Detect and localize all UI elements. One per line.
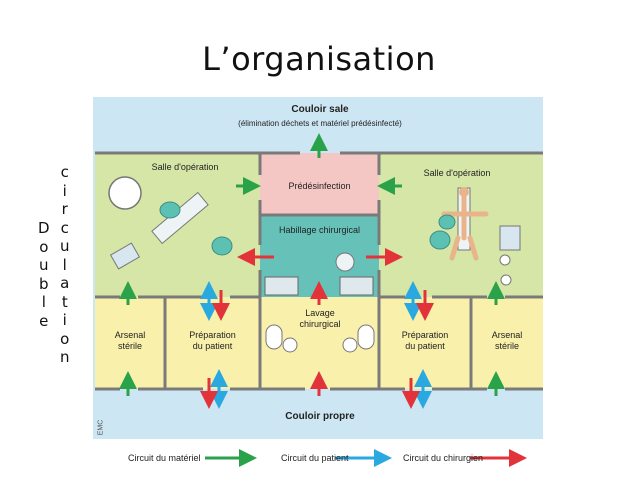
surgeon-figure-icon [342, 337, 358, 353]
prep-right-label-line: du patient [405, 341, 445, 351]
side-letter: l [41, 293, 46, 311]
arsenal-left-label-line: stérile [117, 341, 142, 351]
cabinet-icon [339, 276, 374, 296]
side-letter: D [38, 219, 50, 237]
legend-surgeon-label: Circuit du chirurgien [403, 453, 484, 463]
patient-figure-icon [441, 193, 489, 261]
sink-icon [265, 324, 283, 350]
couloir-sale-label: Couloir sale [291, 104, 349, 115]
prep-left-label-line: du patient [192, 341, 233, 351]
side-letter: o [39, 237, 49, 256]
anesthesia-cart-icon [499, 225, 521, 251]
prep-left-label: Préparation du patient [167, 330, 258, 352]
side-letter: i [62, 311, 67, 329]
stool-icon [499, 254, 511, 266]
arsenal-right-label-line: stérile [494, 341, 519, 351]
arsenal-left-label-line: Arsenal [114, 330, 146, 340]
patient-circuit-arrows [200, 281, 432, 409]
prep-right-label-line: Préparation [401, 330, 449, 340]
habillage-label: Habillage chirurgical [278, 225, 361, 235]
couloir-propre-label: Couloir propre [285, 411, 355, 422]
couloir-sale-sublabel: (élimination déchets et matériel prédési… [238, 119, 402, 128]
stool-icon [500, 274, 512, 286]
surgeon-figure-icon [282, 337, 298, 353]
side-letter: n [60, 348, 70, 366]
side-letter: a [60, 274, 70, 292]
surgeon-figure-icon [211, 236, 233, 256]
sink-icon [357, 324, 375, 350]
patient-head-icon [459, 187, 469, 197]
side-text-double: D o u b l e [38, 219, 50, 330]
surgeon-figure-icon [429, 230, 451, 250]
side-letter: c [60, 218, 69, 237]
legend-patient-label: Circuit du patient [281, 453, 349, 463]
salle-operation-right-label: Salle d'opération [423, 168, 491, 178]
arsenal-right-label-line: Arsenal [491, 330, 523, 340]
arsenal-right-label: Arsenal stérile [473, 330, 541, 352]
lavage-label: Lavage chirurgical [270, 308, 370, 330]
side-letter: t [61, 292, 68, 311]
surgeon-circuit-arrows [200, 248, 434, 409]
side-letter: u [60, 237, 70, 255]
side-letter: b [39, 274, 49, 293]
cabinet-icon [264, 276, 299, 296]
lavage-label-line: Lavage [305, 308, 335, 318]
lavage-label-line: chirurgical [299, 319, 341, 329]
prep-right-label: Préparation du patient [381, 330, 469, 352]
walls [95, 151, 543, 391]
material-circuit-arrows [119, 133, 505, 396]
side-letter: u [39, 256, 49, 274]
side-letter: e [39, 311, 49, 330]
publisher-signature: EMC [97, 419, 105, 436]
arsenal-left-label: Arsenal stérile [97, 330, 163, 352]
anesthesia-cart-icon [109, 242, 141, 270]
side-letter: o [60, 329, 70, 348]
prep-left-label-line: Préparation [189, 330, 236, 340]
legend-material-label: Circuit du matériel [128, 453, 201, 463]
predesinfection-label: Prédésinfection [288, 181, 351, 191]
side-text-circulation: c i r c u l a t i o n [60, 163, 70, 367]
side-letter: i [62, 181, 67, 200]
surgeon-figure-icon [335, 252, 355, 272]
salle-operation-left-label: Salle d'opération [151, 162, 219, 172]
room-predesinfection [260, 153, 379, 215]
room-arsenal-right [471, 297, 543, 389]
surgeon-figure-icon [438, 214, 456, 230]
surgeon-figure-icon [159, 201, 181, 219]
side-letter: c [60, 163, 69, 181]
page-title: L’organisation [202, 40, 436, 78]
side-letter: l [62, 255, 67, 274]
surgical-lamp-icon [108, 176, 142, 210]
side-letter: r [61, 200, 68, 218]
